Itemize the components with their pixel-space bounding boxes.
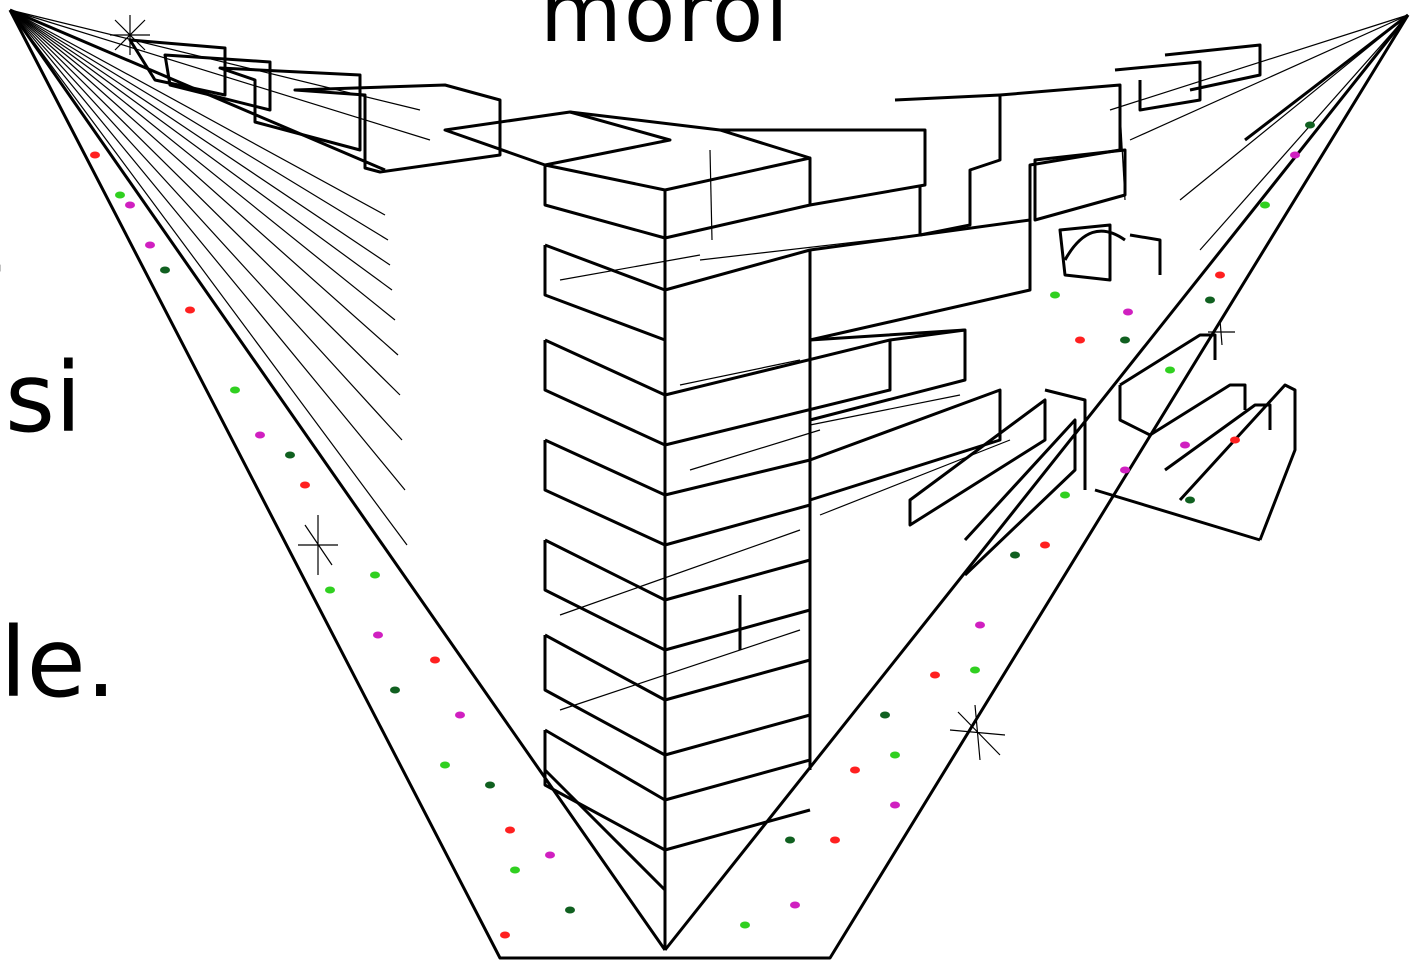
road-speck [485, 781, 495, 789]
road-speck [300, 481, 310, 489]
road-speck [1185, 496, 1195, 504]
road-speck [370, 571, 380, 579]
road-speck [740, 921, 750, 929]
road-speck [545, 851, 555, 859]
left-skyline [128, 38, 672, 174]
road-speck [373, 631, 383, 639]
road-speck [880, 711, 890, 719]
road-speck [890, 751, 900, 759]
road-speck [1120, 466, 1130, 474]
road-speck [830, 836, 840, 844]
road-speck [185, 306, 195, 314]
road-speck [1290, 151, 1300, 159]
road-speck [850, 766, 860, 774]
road-speck [565, 906, 575, 914]
road-speck [115, 191, 125, 199]
road-speck [160, 266, 170, 274]
road-speck [930, 671, 940, 679]
road-speck [1165, 366, 1175, 374]
road-speck [325, 586, 335, 594]
road-speck [255, 431, 265, 439]
right-skyline [1058, 43, 1262, 282]
road-speck [390, 686, 400, 694]
page-title: moroi [540, 0, 791, 61]
road-speck [1040, 541, 1050, 549]
ground-line-right [1244, 13, 1409, 142]
road-speck [890, 801, 900, 809]
road-speck [1215, 271, 1225, 279]
road-speck [440, 761, 450, 769]
road-speck [1120, 336, 1130, 344]
road-speck [510, 866, 520, 874]
road-speck [975, 621, 985, 629]
road-speck [785, 836, 795, 844]
middle-slabs [809, 83, 1127, 577]
road-speck [505, 826, 515, 834]
road-speck [1260, 201, 1270, 209]
road-specks [90, 121, 1315, 939]
road-speck [790, 901, 800, 909]
road-speck [1050, 291, 1060, 299]
stairs [1094, 333, 1297, 542]
road-inner-right [663, 14, 1410, 951]
road-speck [230, 386, 240, 394]
side-text-fragment: ’ [0, 255, 8, 343]
road-speck [1123, 308, 1133, 316]
road-speck [125, 201, 135, 209]
road-speck [1075, 336, 1085, 344]
side-text-fragment: si [5, 342, 82, 454]
road-speck [970, 666, 980, 674]
road-speck [1230, 436, 1240, 444]
side-text-fragment: i [0, 470, 7, 566]
road-speck [1205, 296, 1215, 304]
road-outer-edge [8, 9, 1410, 960]
road-speck [1060, 491, 1070, 499]
road-speck [1180, 441, 1190, 449]
sparkles [110, 15, 1235, 761]
road-inner-left [8, 9, 667, 951]
road-speck [455, 711, 465, 719]
side-text-fragment: le. [0, 607, 117, 719]
central-tower [543, 110, 927, 950]
road-speck [500, 931, 510, 939]
road-speck [1010, 551, 1020, 559]
perspective-rays [9, 9, 1409, 711]
road-speck [1305, 121, 1315, 129]
road-speck [285, 451, 295, 459]
road-speck [430, 656, 440, 664]
road-speck [145, 241, 155, 249]
road-speck [90, 151, 100, 159]
